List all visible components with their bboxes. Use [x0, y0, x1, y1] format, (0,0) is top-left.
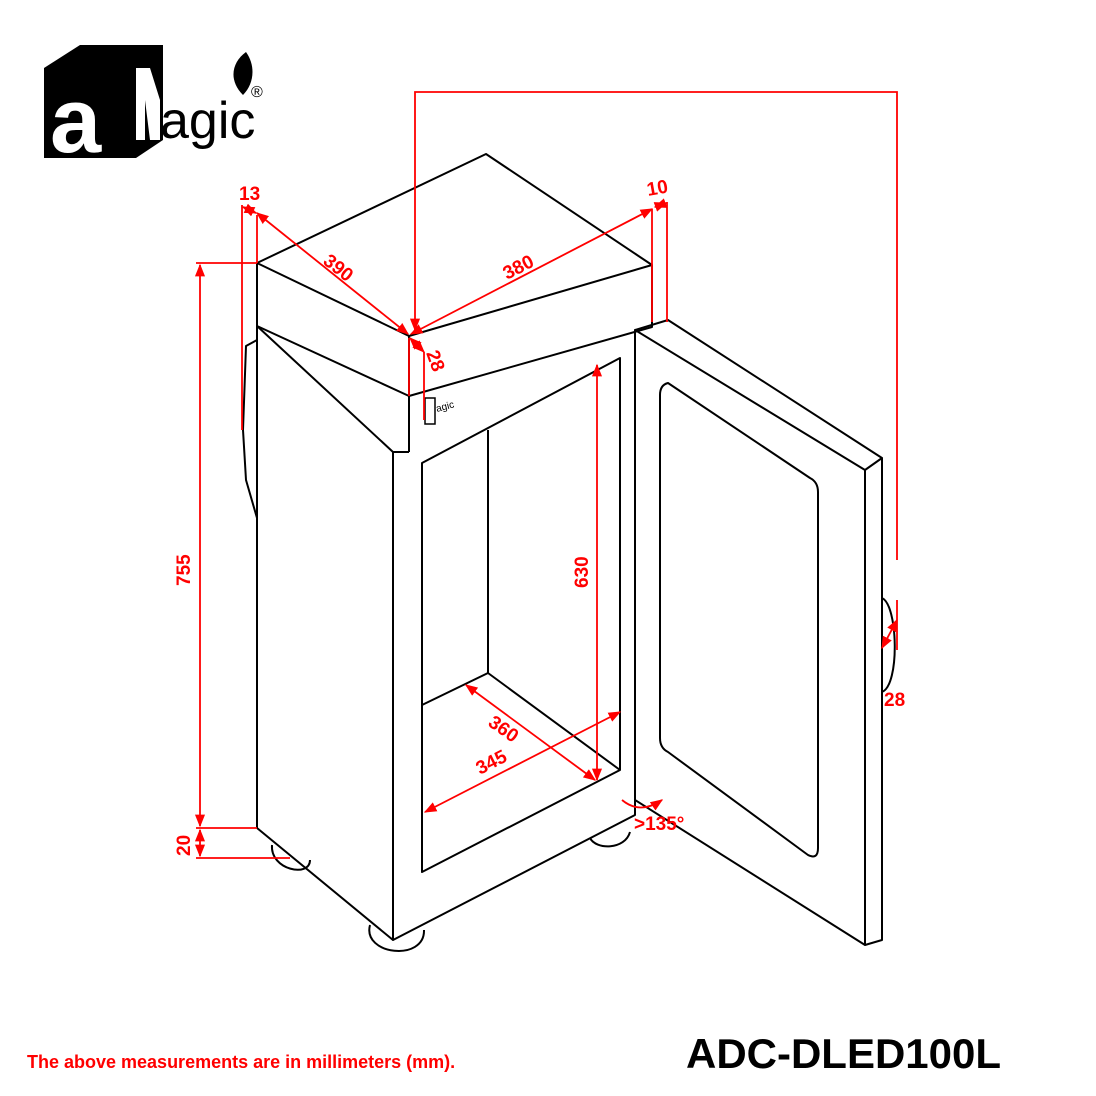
dim-345: 345 — [473, 746, 511, 779]
dim-door-angle: >135° — [634, 814, 684, 835]
units-note: The above measurements are in millimeter… — [27, 1052, 456, 1072]
svg-text:agic: agic — [435, 400, 456, 415]
dimension-labels: 13 390 380 10 28 755 20 630 360 345 28 >… — [174, 177, 905, 856]
dim-360: 360 — [484, 712, 522, 747]
dim-630: 630 — [572, 556, 593, 588]
dim-28-top: 28 — [421, 348, 448, 375]
dim-20: 20 — [174, 835, 195, 856]
leaf-icon — [233, 52, 253, 95]
model-number: ADC-DLED100L — [686, 1030, 1002, 1077]
dimension-lines — [194, 91, 898, 859]
dim-390: 390 — [319, 250, 357, 286]
dim-10: 10 — [645, 177, 669, 201]
dim-13: 13 — [239, 184, 260, 205]
fridge-outline: agic — [242, 153, 896, 952]
dim-380: 380 — [500, 251, 538, 284]
amagic-logo: a agic ® — [44, 45, 263, 172]
svg-text:a: a — [50, 70, 102, 172]
svg-text:®: ® — [251, 84, 263, 101]
logo-wordmark: agic — [160, 92, 255, 150]
dim-755: 755 — [174, 554, 195, 586]
dim-28-handle: 28 — [884, 690, 905, 711]
